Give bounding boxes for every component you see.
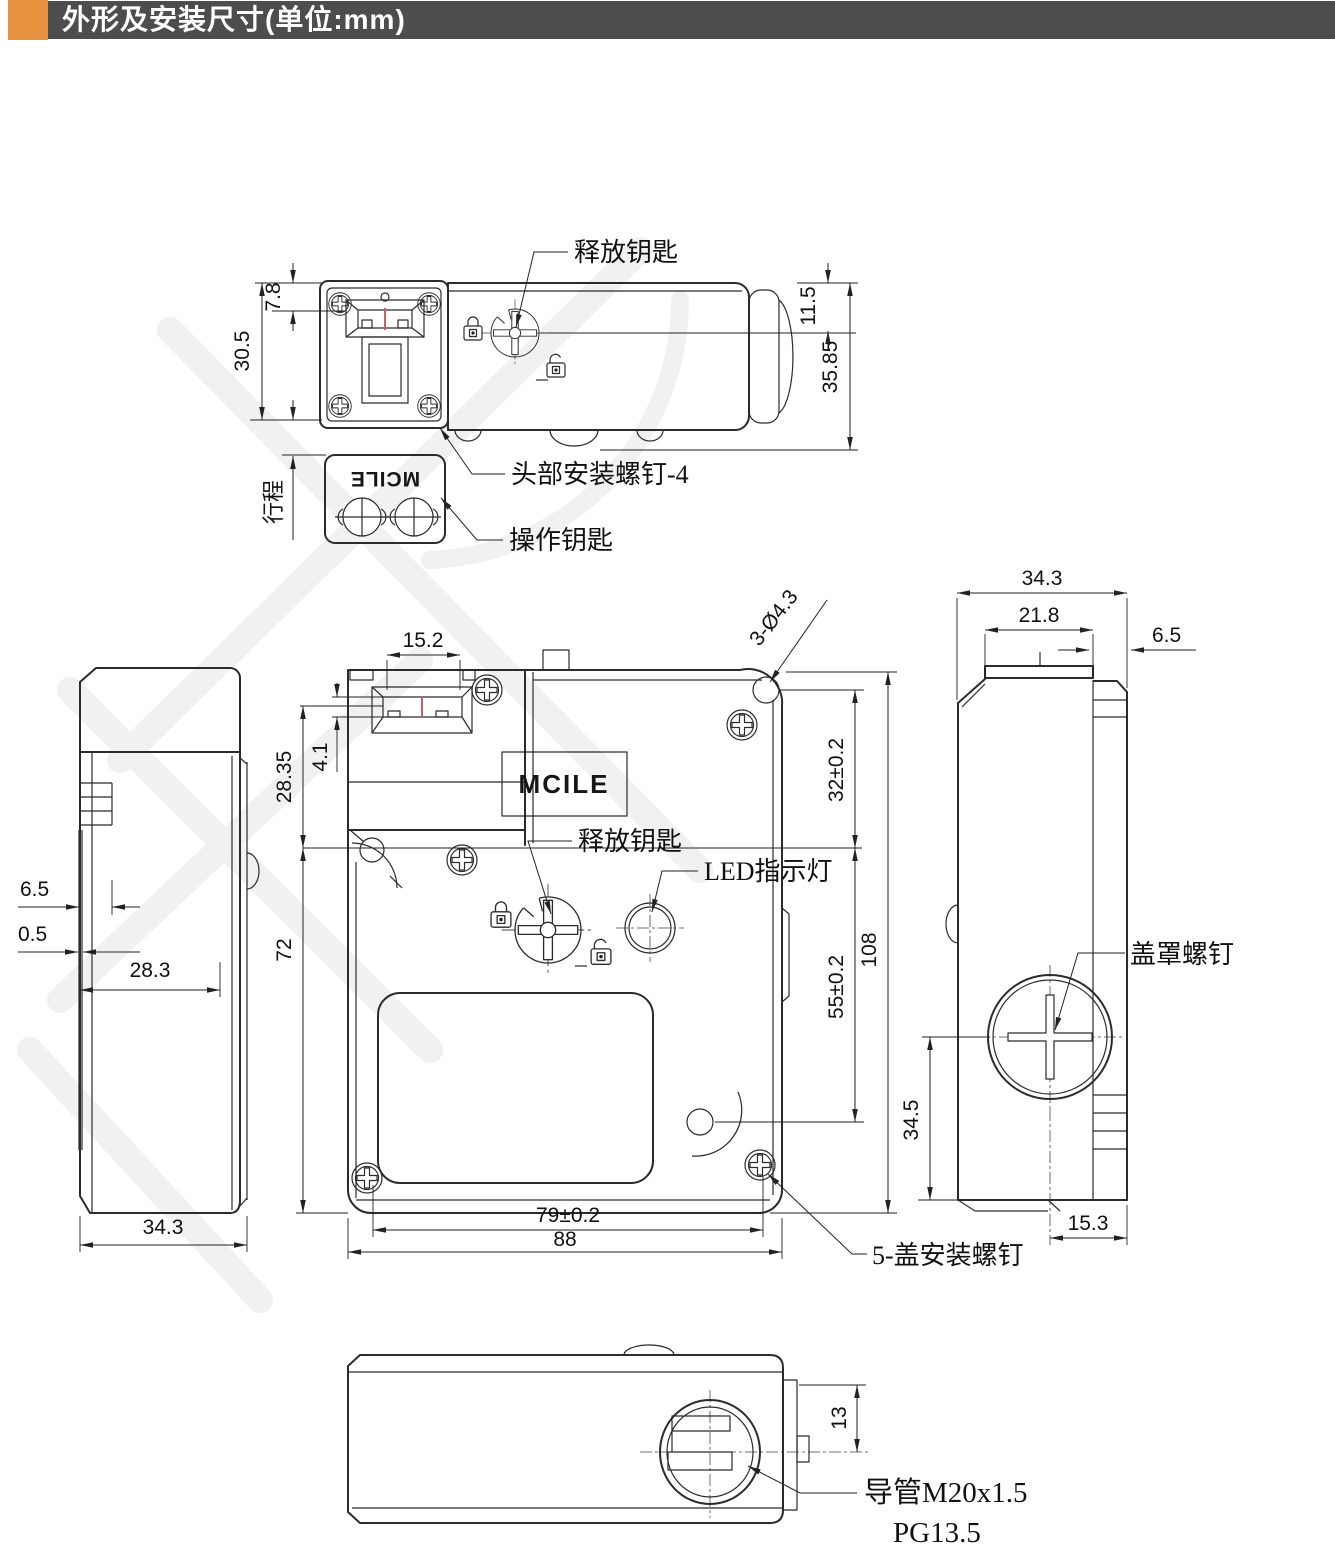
header-bar	[48, 1, 1335, 39]
leader-line	[440, 497, 503, 541]
leader-line	[515, 251, 568, 328]
leader-line	[439, 427, 505, 475]
label-cover-mount-screws: 5-盖安装螺钉	[872, 1241, 1024, 1270]
dim-total-depth-right: 34.3	[1022, 567, 1063, 590]
dim-hole-top: 32±0.2	[825, 738, 848, 802]
phillips-screw-icon	[328, 292, 352, 316]
label-conduit-thread: PG13.5	[893, 1517, 981, 1549]
dim-ridge-depth: 6.5	[20, 878, 49, 901]
label-release-key-front: 释放钥匙	[578, 827, 682, 856]
accent-square-icon	[8, 0, 48, 40]
dim-end-total-height: 35.85	[819, 341, 842, 394]
label-operation-key: 操作钥匙	[509, 526, 613, 555]
logo-mirrored: MCILE	[350, 467, 420, 490]
dim-slot-to-hole: 28.35	[273, 751, 296, 804]
dim-conduit-offset: 13	[828, 1406, 851, 1429]
dim-slot-height: 4.1	[309, 742, 332, 771]
release-key-rotary-icon	[502, 884, 594, 976]
label-head-screws: 头部安装螺钉-4	[511, 460, 689, 489]
lock-open-icon	[590, 938, 612, 965]
dim-head-total-height: 30.5	[231, 331, 254, 372]
conduit-opening	[659, 1399, 761, 1505]
phillips-screw-icon	[417, 394, 441, 418]
dim-hole-bottom: 55±0.2	[825, 955, 848, 1019]
leader-line	[767, 1173, 867, 1255]
dim-head-height: 7.8	[262, 282, 285, 311]
front-view: MCILE 15.2 4.1 28.35	[273, 586, 1024, 1270]
dim-screw-height: 34.5	[900, 1100, 923, 1141]
phillips-screw-icon	[744, 1149, 776, 1181]
left-side-view: 6.5 0.5 28.3 34.3	[18, 667, 260, 1252]
label-led-indicator: LED指示灯	[704, 857, 833, 886]
top-view: MCILE 7.8 30.5 行程 11.5 35.85	[231, 238, 858, 555]
dim-mount-width: 79±0.2	[536, 1204, 600, 1227]
leader-line	[651, 870, 698, 913]
bottom-view: 13 导管M20x1.5 PG13.5	[347, 1344, 1028, 1549]
logo-front: MCILE	[519, 769, 610, 799]
leader-line	[1054, 952, 1125, 1031]
section-header: 外形及安装尺寸(单位:mm)	[0, 0, 1335, 40]
mount-hole	[752, 676, 780, 704]
dim-mount-holes: 3-Ø4.3	[745, 586, 803, 651]
dim-total-depth: 34.3	[143, 1216, 184, 1239]
right-side-view: 34.3 21.8 6.5 盖罩螺钉 34.5 15.3	[900, 567, 1234, 1245]
led-indicator-icon	[624, 902, 676, 954]
dim-end-height: 11.5	[797, 286, 820, 325]
phillips-screw-icon	[726, 709, 758, 741]
dim-body-depth: 28.3	[130, 959, 171, 982]
leader-line	[747, 1465, 857, 1494]
phillips-screw-icon	[328, 394, 352, 418]
dim-screw-offset: 15.3	[1068, 1212, 1109, 1235]
page-title: 外形及安装尺寸(单位:mm)	[62, 4, 406, 35]
label-conduit-size: 导管M20x1.5	[864, 1476, 1028, 1509]
side-bump	[246, 852, 260, 890]
dim-total-height: 108	[858, 932, 881, 967]
leader-line	[527, 840, 572, 915]
dim-step: 6.5	[1152, 624, 1181, 647]
cover-plate	[377, 992, 654, 1184]
key-entry-slot-front	[371, 686, 473, 734]
label-cover-screw: 盖罩螺钉	[1130, 940, 1234, 969]
phillips-screw-icon	[446, 844, 478, 876]
dim-stroke-label: 行程	[261, 480, 286, 524]
dim-slot-width: 15.2	[403, 629, 444, 652]
label-release-key-top: 释放钥匙	[574, 238, 678, 267]
lock-closed-icon	[463, 316, 483, 341]
mount-hole	[686, 1108, 714, 1136]
dim-hole-span: 72	[273, 938, 296, 961]
dim-cover-width: 21.8	[1019, 604, 1060, 627]
phillips-screw-icon	[351, 1162, 383, 1194]
phillips-screw-icon	[417, 292, 441, 316]
lock-closed-icon	[490, 901, 512, 928]
phillips-screw-icon	[471, 674, 503, 706]
dim-total-width: 88	[553, 1228, 576, 1251]
mount-hole	[359, 837, 385, 863]
dim-plate-thickness: 0.5	[18, 923, 47, 946]
lock-open-icon	[546, 353, 566, 378]
